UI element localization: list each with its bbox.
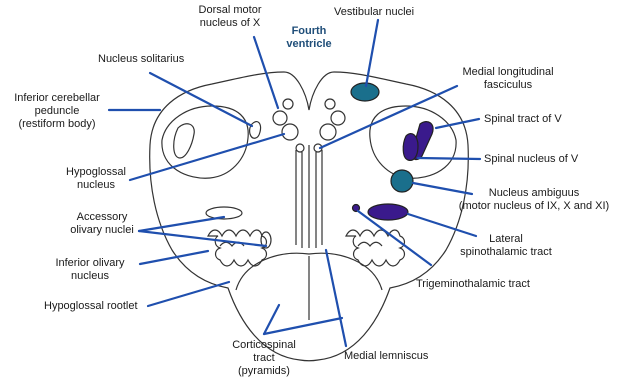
label-spinal-nucleus-v: Spinal nucleus of V — [484, 153, 578, 166]
leader-medial-lemniscus — [326, 250, 346, 346]
left-mlf-circle — [296, 144, 304, 152]
dorsal-motor-line-2: nucleus of X — [188, 17, 272, 30]
spinal-nucleus-v-fill — [403, 134, 418, 161]
lateral-spinothalamic-line-1: Lateral — [452, 233, 560, 246]
label-inferior-cerebellar-peduncle: Inferior cerebellar peduncle (restiform … — [4, 92, 110, 131]
label-lateral-spinothalamic-tract: Lateral spinothalamic tract — [452, 233, 560, 259]
lateral-spinothalamic-fill — [368, 204, 408, 220]
medial-lemniscus-line-1: Medial lemniscus — [344, 350, 428, 363]
leader-hypoglossal-rootlet — [148, 282, 229, 306]
inferior-olivary-line-2: nucleus — [40, 270, 140, 283]
inferior-cerebellar-line-3: (restiform body) — [4, 118, 110, 131]
label-spinal-tract-v: Spinal tract of V — [484, 113, 562, 126]
left-dorsal-motor-x-circle — [273, 111, 287, 125]
left-spinal-tract-outline — [174, 124, 195, 158]
left-solitarius-bean — [250, 122, 261, 139]
label-hypoglossal-nucleus: Hypoglossal nucleus — [58, 166, 134, 192]
leader-corticospinal-a — [264, 305, 279, 334]
label-inferior-olivary-nucleus: Inferior olivary nucleus — [40, 257, 140, 283]
inferior-cerebellar-line-1: Inferior cerebellar — [4, 92, 110, 105]
mlf-line-1: Medial longitudinal — [448, 66, 568, 79]
hypoglossal-line-1: Hypoglossal — [58, 166, 134, 179]
leader-solitarius — [150, 73, 252, 126]
corticospinal-line-1: Corticospinal — [218, 339, 310, 352]
vestibular-line-1: Vestibular nuclei — [334, 6, 414, 19]
fourth-ventricle-line-1: Fourth — [280, 25, 338, 38]
right-paramedian-column — [316, 150, 322, 248]
label-accessory-olivary-nuclei: Accessory olivary nuclei — [62, 211, 142, 237]
right-inferior-olive-inner — [358, 242, 382, 246]
leader-accessory-b — [139, 231, 266, 246]
right-dorsal-motor-x-circle — [331, 111, 345, 125]
trigeminothalamic-line-1: Trigeminothalamic tract — [416, 278, 530, 291]
hypoglossal-line-2: nucleus — [58, 179, 134, 192]
label-medial-longitudinal-fasciculus: Medial longitudinal fasciculus — [448, 66, 568, 92]
label-vestibular-nuclei: Vestibular nuclei — [334, 6, 414, 19]
left-hypoglossal-circle — [282, 124, 298, 140]
spinal-nucleus-v-line-1: Spinal nucleus of V — [484, 153, 578, 166]
accessory-line-1: Accessory — [62, 211, 142, 224]
label-dorsal-motor-nucleus-x: Dorsal motor nucleus of X — [188, 4, 272, 30]
label-nucleus-ambiguus: Nucleus ambiguus (motor nucleus of IX, X… — [450, 187, 618, 213]
label-medial-lemniscus: Medial lemniscus — [344, 350, 428, 363]
accessory-line-2: olivary nuclei — [62, 224, 142, 237]
spinal-tract-v-line-1: Spinal tract of V — [484, 113, 562, 126]
label-corticospinal-tract: Corticospinal tract (pyramids) — [218, 339, 310, 378]
leader-corticospinal-b — [264, 318, 342, 334]
leader-hypoglossal — [130, 134, 284, 180]
nucleus-ambiguus-fill — [391, 170, 413, 192]
inferior-olivary-line-1: Inferior olivary — [40, 257, 140, 270]
inferior-cerebellar-line-2: peduncle — [4, 105, 110, 118]
fourth-ventricle-label: Fourth ventricle — [280, 25, 338, 51]
leader-accessory-a — [139, 217, 224, 231]
left-inferior-olive — [208, 230, 267, 266]
label-hypoglossal-rootlet: Hypoglossal rootlet — [44, 300, 138, 313]
label-trigeminothalamic-tract: Trigeminothalamic tract — [416, 278, 530, 291]
ambiguus-line-1: Nucleus ambiguus — [450, 187, 618, 200]
left-solitarius-circle — [283, 99, 293, 109]
corticospinal-line-2: tract — [218, 352, 310, 365]
leader-mlf — [320, 86, 457, 148]
corticospinal-line-3: (pyramids) — [218, 365, 310, 378]
leader-spinal-nucleus-v — [418, 158, 480, 159]
right-solitarius-circle — [325, 99, 335, 109]
mlf-line-2: fasciculus — [448, 79, 568, 92]
solitarius-line-1: Nucleus solitarius — [98, 53, 184, 66]
dorsal-motor-line-1: Dorsal motor — [188, 4, 272, 17]
label-nucleus-solitarius: Nucleus solitarius — [98, 53, 184, 66]
leader-spinal-tract-v — [436, 119, 479, 128]
fourth-ventricle-line-2: ventricle — [280, 38, 338, 51]
lateral-spinothalamic-line-2: spinothalamic tract — [452, 246, 560, 259]
left-paramedian-column — [296, 150, 302, 248]
right-hypoglossal-circle — [320, 124, 336, 140]
hypoglossal-rootlet-line-1: Hypoglossal rootlet — [44, 300, 138, 313]
ambiguus-line-2: (motor nucleus of IX, X and XI) — [450, 200, 618, 213]
